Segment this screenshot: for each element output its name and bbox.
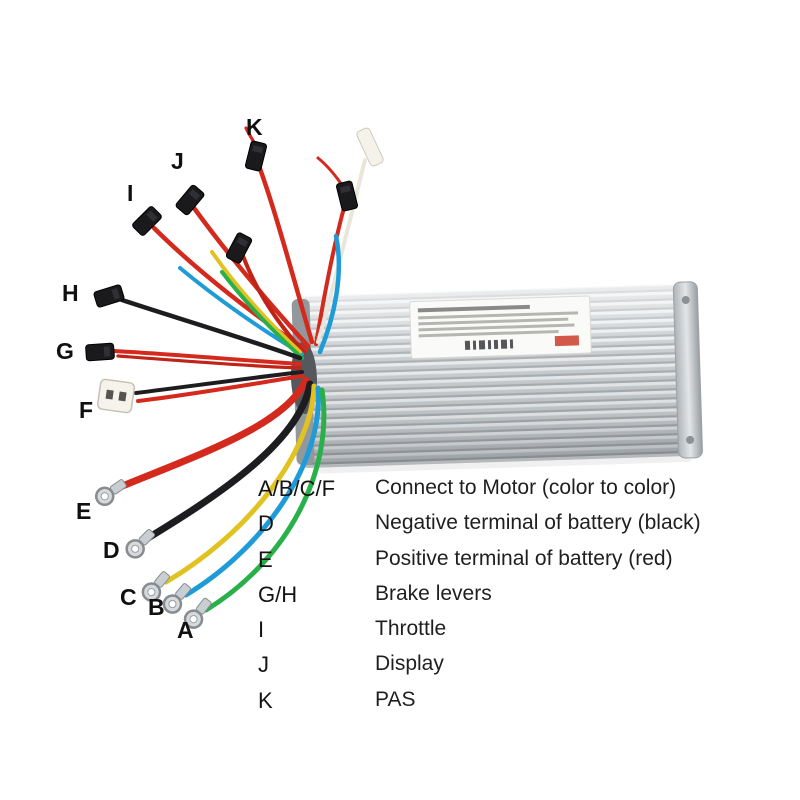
legend-desc: Display bbox=[375, 652, 444, 676]
connector-plug-branch-1 bbox=[224, 231, 254, 265]
wire-display-j bbox=[191, 205, 311, 349]
legend-key: K bbox=[258, 687, 273, 713]
legend-key: G/H bbox=[258, 581, 298, 607]
connector-plug-h bbox=[92, 283, 126, 309]
legend-key: D bbox=[258, 511, 274, 537]
connector-hall-f bbox=[96, 378, 136, 414]
connectors bbox=[84, 127, 384, 633]
wire-motor-phase-a bbox=[203, 387, 327, 613]
wire-pas-k bbox=[256, 163, 315, 345]
marker-c: C bbox=[120, 584, 137, 610]
legend-desc: Positive terminal of battery (red) bbox=[375, 546, 673, 570]
ring-terminal-e bbox=[91, 474, 131, 510]
wire-blue-arc bbox=[317, 233, 342, 355]
wire-brake-h bbox=[119, 297, 303, 361]
legend-key: I bbox=[258, 617, 265, 643]
wire-brake-g-1 bbox=[112, 349, 302, 366]
connector-plug-j bbox=[174, 183, 206, 217]
legend-key: J bbox=[258, 652, 269, 678]
connector-plug-branch-2 bbox=[335, 179, 359, 213]
wire-motor-phase-c bbox=[163, 383, 317, 585]
marker-d: D bbox=[103, 537, 120, 563]
legend-desc: Brake levers bbox=[375, 581, 492, 605]
marker-e: E bbox=[76, 498, 92, 524]
sticker-barcode bbox=[464, 339, 514, 350]
marker-a: A bbox=[177, 617, 194, 643]
legend-key: A/B/C/F bbox=[258, 476, 336, 501]
wire-motor-phase-b bbox=[183, 385, 321, 598]
marker-i: I bbox=[127, 180, 134, 206]
marker-j: J bbox=[171, 148, 184, 174]
sticker-logo bbox=[554, 335, 580, 347]
screw-top bbox=[681, 295, 690, 304]
label-sticker bbox=[409, 295, 592, 360]
controller-box bbox=[290, 281, 703, 474]
wire-yellow-up bbox=[210, 250, 302, 354]
legend: A/B/C/F Connect to Motor (color to color… bbox=[258, 476, 701, 713]
legend-desc: Connect to Motor (color to color) bbox=[375, 476, 677, 499]
wire-throttle-i bbox=[151, 225, 309, 353]
marker-f: F bbox=[79, 397, 94, 423]
marker-k: K bbox=[246, 114, 263, 140]
legend-desc: Throttle bbox=[375, 617, 447, 641]
wire-brake-g-2 bbox=[116, 354, 302, 370]
wire-hall-red-f bbox=[136, 374, 304, 403]
legend-key: E bbox=[258, 546, 273, 572]
marker-b: B bbox=[148, 594, 165, 620]
legend-desc: PAS bbox=[375, 687, 416, 711]
marker-g: G bbox=[56, 338, 74, 364]
connector-white-plug-top bbox=[356, 127, 384, 167]
marker-h: H bbox=[62, 280, 79, 306]
wire-battery-negative-d bbox=[144, 380, 314, 542]
wire-battery-positive-e bbox=[116, 376, 310, 491]
wire-harness bbox=[112, 126, 367, 613]
legend-desc: Negative terminal of battery (black) bbox=[375, 511, 701, 535]
screw-bottom bbox=[686, 435, 695, 444]
wire-red-branch-2 bbox=[314, 202, 347, 346]
wire-red-branch-1 bbox=[241, 254, 306, 354]
connector-plug-g bbox=[84, 342, 116, 362]
wire-white-top bbox=[316, 158, 367, 344]
connector-plug-k bbox=[244, 139, 268, 173]
wire-hall-black-f bbox=[134, 370, 304, 395]
controller-body-shading bbox=[294, 283, 700, 468]
wire-green-up bbox=[220, 270, 304, 360]
controller-right-cap bbox=[672, 281, 703, 459]
